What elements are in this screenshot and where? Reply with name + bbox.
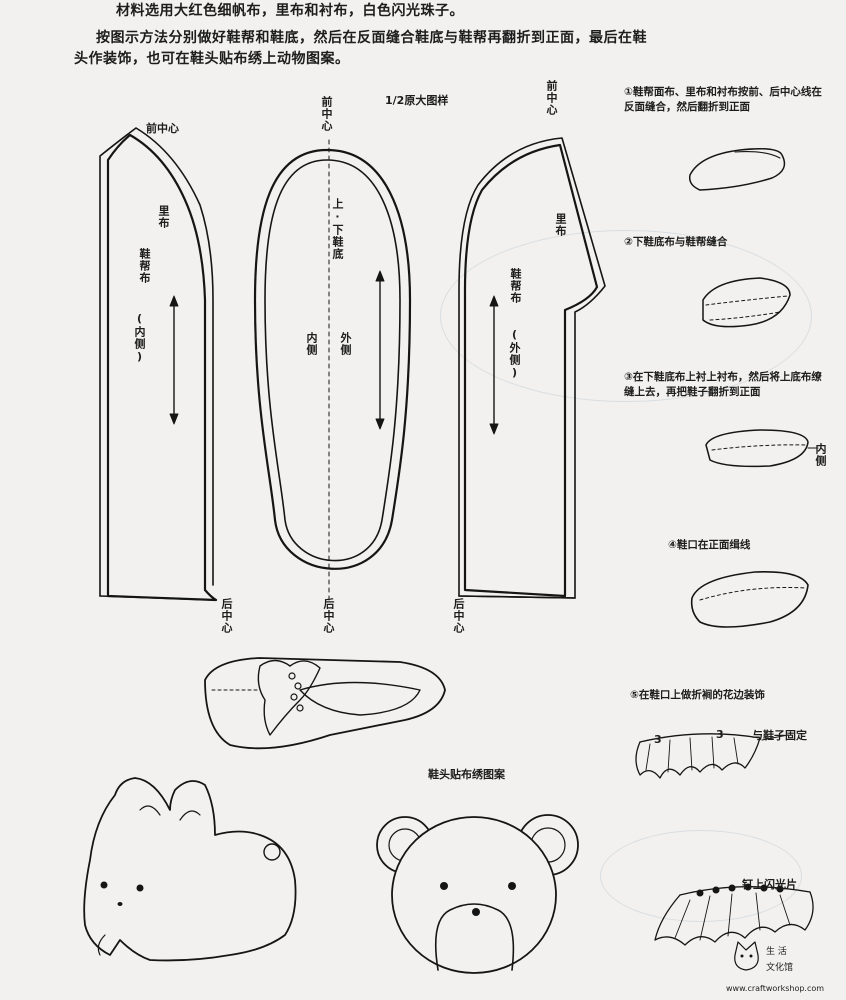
watermark-bottom: 文化馆 xyxy=(766,963,794,973)
step5-ruffle-drawing xyxy=(635,733,789,779)
step-1-text: ①鞋帮面布、里布和衬布按前、后中心线在反面缝合，然后翻折到正面 xyxy=(624,86,822,113)
right-upper-pattern xyxy=(458,137,606,599)
scale-note: 1/2原大图样 xyxy=(385,94,449,107)
right-front-center-label: 前中心 xyxy=(545,80,558,116)
right-lining-label: 里布 xyxy=(554,213,567,237)
applique-title: 鞋头贴布绣图案 xyxy=(428,768,505,781)
step-5-text: ⑤在鞋口上做折裥的花边装饰 xyxy=(630,689,765,701)
left-lining-label: 里布 xyxy=(157,205,170,229)
left-front-center-label: 前中心 xyxy=(146,122,179,135)
step1-shoe-drawing xyxy=(688,148,786,191)
step3-shoe-drawing xyxy=(705,429,819,468)
step-5-number-a: 3 xyxy=(654,733,662,746)
step-3-side-label: 内侧 xyxy=(814,443,827,467)
sole-outer-label: 外侧 xyxy=(339,332,352,356)
left-side-label: (内侧) xyxy=(133,312,146,364)
intro-line-3: 头作装饰，也可在鞋头贴布绣上动物图案。 xyxy=(74,51,350,67)
step-2-text: ②下鞋底布与鞋帮缝合 xyxy=(624,236,728,248)
step-3-text: ③在下鞋底布上衬上衬布，然后将上底布缭缝上去，再把鞋子翻折到正面 xyxy=(624,371,822,398)
right-side-label: (外侧) xyxy=(508,328,521,380)
sole-inner-label: 内侧 xyxy=(305,332,318,356)
ghost-circle xyxy=(600,830,802,922)
right-upper-label: 鞋帮布 xyxy=(509,268,522,304)
step-5-number-b: 3 xyxy=(716,728,724,741)
watermark-url: www.craftworkshop.com xyxy=(726,984,825,993)
step-5-fix-label: 与鞋子固定 xyxy=(752,729,807,742)
left-back-center-label: 后中心 xyxy=(220,598,233,634)
sole-name-label: 上·下鞋底 xyxy=(331,198,344,260)
sole-front-center-label: 前中心 xyxy=(320,96,333,132)
watermark-top: 生 活 xyxy=(766,947,787,957)
step2-shoe-drawing xyxy=(702,277,791,328)
sequin-ruffle-drawing xyxy=(654,886,814,946)
sole-pattern xyxy=(253,139,412,601)
rabbit-applique xyxy=(83,777,297,962)
sequin-label: 钉上闪光片 xyxy=(742,878,797,891)
watermark-cat-icon xyxy=(734,941,759,971)
step4-shoe-drawing xyxy=(690,570,809,628)
right-back-center-label: 后中心 xyxy=(452,598,465,634)
step-4-text: ④鞋口在正面缉线 xyxy=(668,539,751,551)
bear-applique xyxy=(376,814,579,974)
left-upper-pattern xyxy=(99,127,218,602)
finished-shoe-drawing xyxy=(204,657,446,750)
intro-line-1: 材料选用大红色细帆布，里布和衬布，白色闪光珠子。 xyxy=(116,3,464,19)
ghost-circle xyxy=(440,230,812,402)
left-upper-label: 鞋帮布 xyxy=(138,248,151,284)
sole-back-center-label: 后中心 xyxy=(322,598,335,634)
intro-line-2: 按图示方法分别做好鞋帮和鞋底，然后在反面缝合鞋底与鞋帮再翻折到正面，最后在鞋 xyxy=(96,30,647,46)
